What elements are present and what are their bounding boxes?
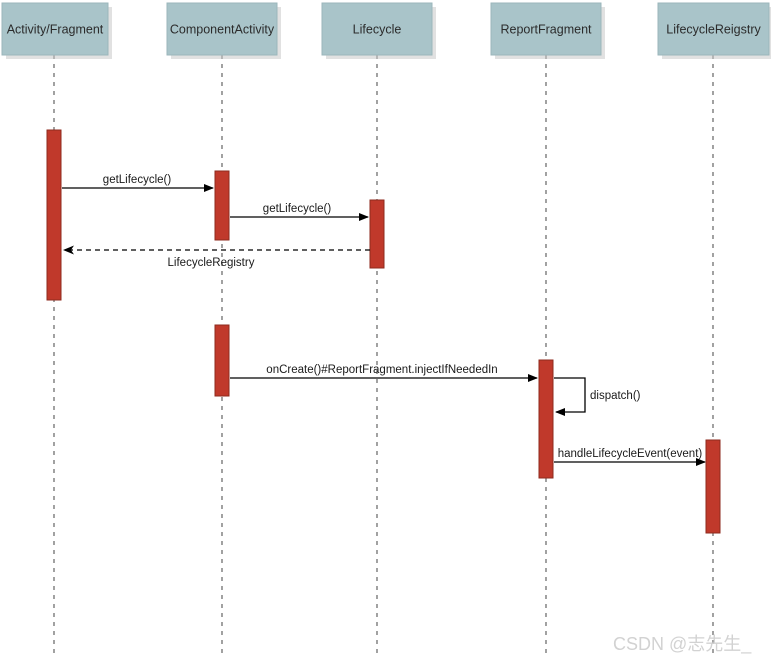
message-label: dispatch() [590,390,641,402]
participant-box[interactable] [166,2,278,56]
message-label: handleLifecycleEvent(event) [558,448,703,460]
participant-component[interactable]: ComponentActivity [166,2,281,59]
activation-bar-registry-5 [705,439,721,534]
activation-bar-component-1 [214,170,230,241]
message-arrow-self [554,377,586,416]
participant-label: LifecycleReigstry [666,22,761,36]
participant-label: ComponentActivity [170,22,275,36]
message-label: getLifecycle() [263,203,332,215]
lifelines-layer [53,55,714,655]
activation-bar-report-4 [538,359,554,479]
message-m5[interactable]: dispatch() [554,377,641,416]
participant-activity[interactable]: Activity/Fragment [1,2,112,59]
participant-lifecycle[interactable]: Lifecycle [321,2,436,59]
participant-box[interactable] [321,2,433,56]
message-m3[interactable]: LifecycleRegistry [63,245,370,269]
participant-box[interactable] [1,2,109,56]
participant-label: ReportFragment [500,22,592,36]
message-m4[interactable]: onCreate()#ReportFragment.injectIfNeeded… [230,364,538,382]
watermark-layer: CSDN @志先生_ [613,634,752,655]
message-m1[interactable]: getLifecycle() [62,174,214,192]
message-label: onCreate()#ReportFragment.injectIfNeeded… [266,364,497,376]
participant-label: Lifecycle [353,22,402,36]
watermark-text: CSDN @志先生_ [613,634,752,655]
message-label: LifecycleRegistry [168,257,255,269]
participant-report[interactable]: ReportFragment [490,2,605,59]
message-m6[interactable]: handleLifecycleEvent(event) [554,448,706,466]
activation-bar-component-3 [214,324,230,397]
activation-bar-lifecycle-2 [369,199,385,269]
message-label: getLifecycle() [103,174,172,186]
messages-layer: getLifecycle() getLifecycle() LifecycleReg… [62,174,706,466]
activation-bar-activity-0 [46,129,62,301]
participant-registry[interactable]: LifecycleReigstry [657,2,771,59]
participant-box[interactable] [657,2,770,56]
participant-box[interactable] [490,2,602,56]
activations-layer [46,129,721,534]
participant-label: Activity/Fragment [7,22,104,36]
message-m2[interactable]: getLifecycle() [230,203,369,221]
participants-layer: Activity/Fragment ComponentActivity Lifecy… [1,2,771,59]
